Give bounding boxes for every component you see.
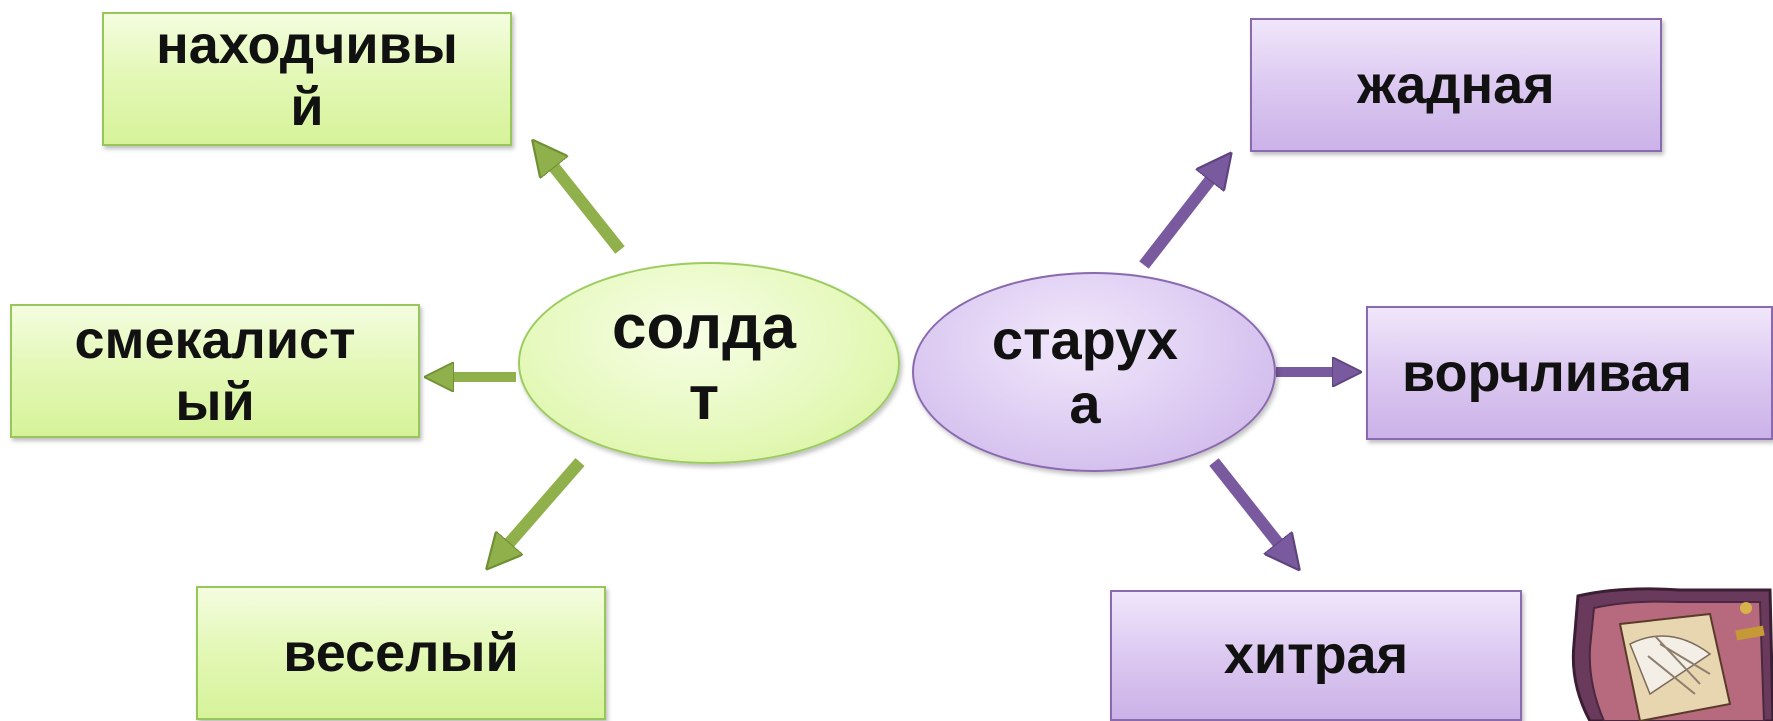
arrow-old-woman-to-sly bbox=[1209, 458, 1282, 548]
trait-greedy-label: жадная bbox=[1357, 54, 1555, 115]
trait-cheerful-label: веселый bbox=[283, 622, 519, 683]
trait-clever-box: смекалист ый bbox=[10, 304, 420, 438]
book-illustration-icon bbox=[1571, 587, 1773, 721]
soldier-label: солда т bbox=[611, 292, 797, 433]
trait-greedy-box: жадная bbox=[1250, 18, 1662, 152]
soldier-node: солда т bbox=[518, 262, 900, 464]
arrow-old-woman-to-greedy bbox=[1139, 175, 1214, 269]
trait-sly-label: хитрая bbox=[1223, 625, 1409, 686]
trait-cheerful-box: веселый bbox=[196, 586, 606, 720]
old-woman-label: старух а bbox=[991, 307, 1179, 435]
trait-resourceful-box: находчивы й bbox=[102, 12, 512, 146]
arrow-soldier-to-cheerful bbox=[505, 458, 585, 548]
trait-resourceful-label: находчивы й bbox=[156, 15, 458, 138]
old-woman-node: старух а bbox=[912, 272, 1276, 472]
arrow-soldier-to-resourceful bbox=[550, 162, 625, 254]
trait-sly-box: хитрая bbox=[1110, 590, 1522, 721]
trait-grumpy-box: ворчливая bbox=[1366, 306, 1773, 440]
trait-clever-label: смекалист ый bbox=[74, 309, 356, 432]
trait-grumpy-label: ворчливая bbox=[1402, 342, 1692, 403]
